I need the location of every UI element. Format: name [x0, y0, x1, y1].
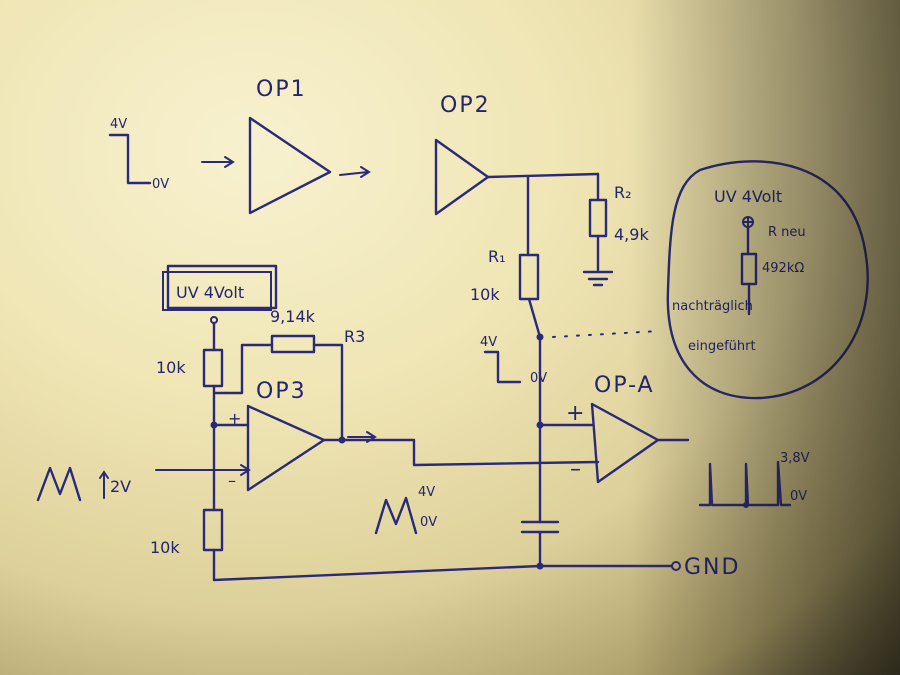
ground-symbol-r2	[582, 270, 614, 287]
resistor-bottom-divider: 10k	[150, 423, 224, 582]
r2-label: R₂	[614, 183, 632, 202]
resistor-top-divider: 10k	[156, 321, 224, 427]
r3-label: R3	[344, 327, 365, 346]
output-high-label: 3,8V	[780, 451, 810, 466]
capacitor	[520, 520, 560, 568]
inset-rneu-label: R neu	[768, 225, 806, 240]
ground-rail-wire	[212, 564, 674, 582]
op2-label: OP2	[440, 93, 491, 118]
resistor-feedback: 9,14k R3	[224, 307, 365, 442]
op2-amplifier: OP2	[434, 93, 491, 216]
output-low-label: 0V	[790, 489, 807, 504]
op3-to-opa-minus-wire	[340, 438, 600, 467]
input-step-signal: 4V 0V	[108, 117, 169, 192]
opa-plus-sign: +	[566, 401, 586, 426]
mid-low-label: 0V	[420, 515, 437, 530]
inset-title-label: UV 4Volt	[714, 187, 782, 206]
op3-input-value-label: 2V	[110, 477, 131, 496]
node-step-signal: 4V 0V	[480, 335, 547, 386]
node-step-low-label: 0V	[530, 371, 547, 386]
opa-minus-sign: –	[570, 457, 583, 482]
gnd-terminal	[671, 561, 681, 571]
r-bottom-value-label: 10k	[150, 538, 180, 557]
arrow-to-op1	[201, 156, 235, 168]
r2-value-label: 4,9k	[614, 225, 649, 244]
op3-label: OP3	[256, 379, 307, 404]
r-feedback-value-label: 9,14k	[270, 307, 316, 326]
arrow-to-op2	[339, 166, 371, 178]
dotted-link-to-inset	[552, 330, 661, 338]
inset-value-label: 492kΩ	[762, 261, 804, 276]
inset-bubble: UV 4Volt R neu 492kΩ nachträglich eingef…	[666, 160, 869, 400]
mid-high-label: 4V	[418, 485, 435, 500]
op1-label: OP1	[256, 77, 307, 102]
output-pulse-signal: 3,8V 0V	[698, 451, 810, 508]
input-step-high-label: 4V	[110, 117, 127, 132]
op3-minus-sign: –	[228, 471, 236, 490]
uv-box: UV 4Volt	[162, 264, 278, 311]
op3-plus-sign: +	[228, 409, 241, 428]
resistor-r1: R₁ 10k	[470, 175, 542, 339]
inset-note1-label: nachträglich	[672, 299, 753, 314]
op3-amplifier: OP3 + –	[228, 379, 326, 492]
op3-input-signal: 2V	[36, 466, 131, 502]
gnd-label: GND	[684, 555, 740, 580]
opa-comparator: OP-A + –	[566, 373, 690, 484]
arrow-to-op3-minus	[155, 464, 251, 476]
uv-box-label: UV 4Volt	[176, 283, 244, 302]
mid-sawtooth-signal: 4V 0V	[374, 485, 437, 535]
inset-note2-label: eingeführt	[688, 339, 756, 354]
r1-value-label: 10k	[470, 285, 500, 304]
resistor-r2: R₂ 4,9k	[588, 172, 649, 272]
r1-label: R₁	[488, 247, 506, 266]
input-step-low-label: 0V	[152, 177, 169, 192]
node-step-high-label: 4V	[480, 335, 497, 350]
op1-amplifier: OP1	[248, 77, 332, 215]
op2-output-wire	[486, 172, 600, 179]
opa-label: OP-A	[594, 373, 655, 398]
r-top-value-label: 10k	[156, 358, 186, 377]
